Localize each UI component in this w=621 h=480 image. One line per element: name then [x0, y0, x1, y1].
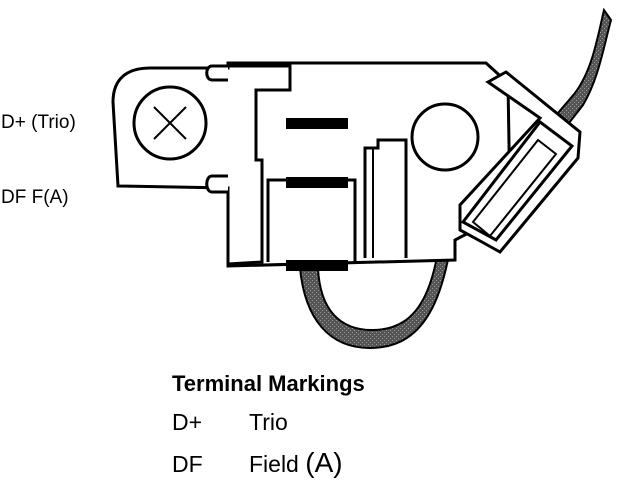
terminal-label-df: DF F(A)	[1, 187, 69, 208]
legend-description: Trio	[249, 409, 288, 435]
legend-description: Field	[249, 451, 299, 477]
regulator-housing	[111, 61, 512, 268]
legend-description-suffix: (A)	[305, 447, 343, 478]
terminal-bar-middle	[286, 177, 348, 188]
terminal-bar-top	[286, 118, 348, 129]
grommet	[410, 102, 480, 172]
legend-code: D+	[172, 409, 203, 435]
legend-title: Terminal Markings	[172, 371, 365, 396]
terminal-bar-bottom	[286, 260, 348, 271]
legend-row: D+ Trio	[172, 409, 288, 436]
terminal-label-d-plus: D+ (Trio)	[1, 112, 76, 133]
legend-row: DF Field (A)	[172, 447, 343, 479]
legend-code: DF	[172, 451, 203, 477]
